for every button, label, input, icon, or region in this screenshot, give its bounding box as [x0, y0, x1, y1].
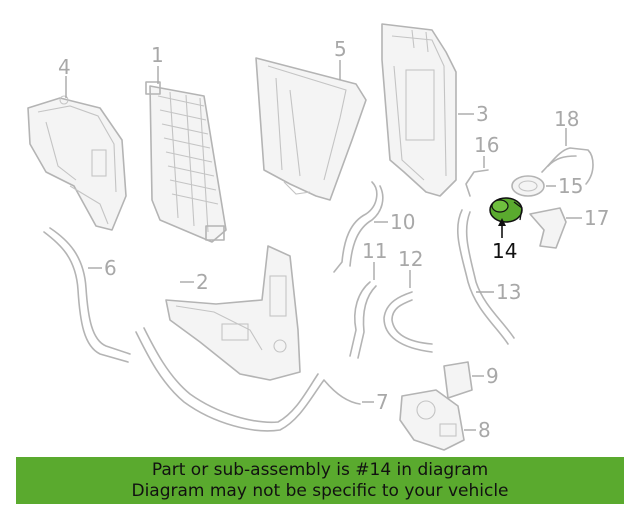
part-8-pump	[399, 389, 465, 451]
callout-3: 3	[476, 102, 489, 126]
callout-2: 2	[196, 270, 209, 294]
callout-13: 13	[496, 280, 521, 304]
callout-8: 8	[478, 418, 491, 442]
callout-7: 7	[376, 390, 389, 414]
callout-15: 15	[558, 174, 583, 198]
callout-16: 16	[474, 133, 499, 157]
exploded-parts-diagram: 4 1 5 3	[27, 23, 609, 451]
callout-5: 5	[334, 37, 347, 61]
callout-11: 11	[362, 239, 387, 263]
part-11-hose	[349, 281, 371, 357]
part-4-housing	[27, 95, 127, 231]
callout-4: 4	[58, 55, 71, 79]
part-6-hose	[43, 231, 129, 363]
callout-6: 6	[104, 256, 117, 280]
part-13-hose	[456, 209, 509, 345]
banner-line-part: Part or sub-assembly is #14 in diagram	[151, 460, 489, 480]
part-16-clip	[465, 169, 489, 197]
part-12-hose	[383, 291, 433, 353]
part-2-carrier	[165, 245, 301, 381]
callout-1: 1	[151, 43, 164, 67]
part-14-highlighted	[489, 197, 523, 223]
callout-10: 10	[390, 210, 415, 234]
callout-9: 9	[486, 364, 499, 388]
banner-line-disclaimer: Diagram may not be specific to your vehi…	[131, 481, 509, 501]
part-10-hose	[333, 181, 378, 273]
part-5-shroud	[255, 57, 367, 201]
callout-17: 17	[584, 206, 609, 230]
callout-12: 12	[398, 247, 423, 271]
part-17-bracket	[529, 207, 567, 249]
info-banner: Part or sub-assembly is #14 in diagram D…	[16, 457, 624, 504]
callout-18: 18	[554, 107, 579, 131]
part-15-ring	[511, 175, 545, 197]
part-1-radiator	[145, 81, 227, 243]
part-3-condenser	[381, 23, 457, 197]
part-9-bracket	[443, 361, 473, 399]
callout-14: 14	[492, 239, 517, 263]
part-7-pipe	[135, 331, 361, 432]
